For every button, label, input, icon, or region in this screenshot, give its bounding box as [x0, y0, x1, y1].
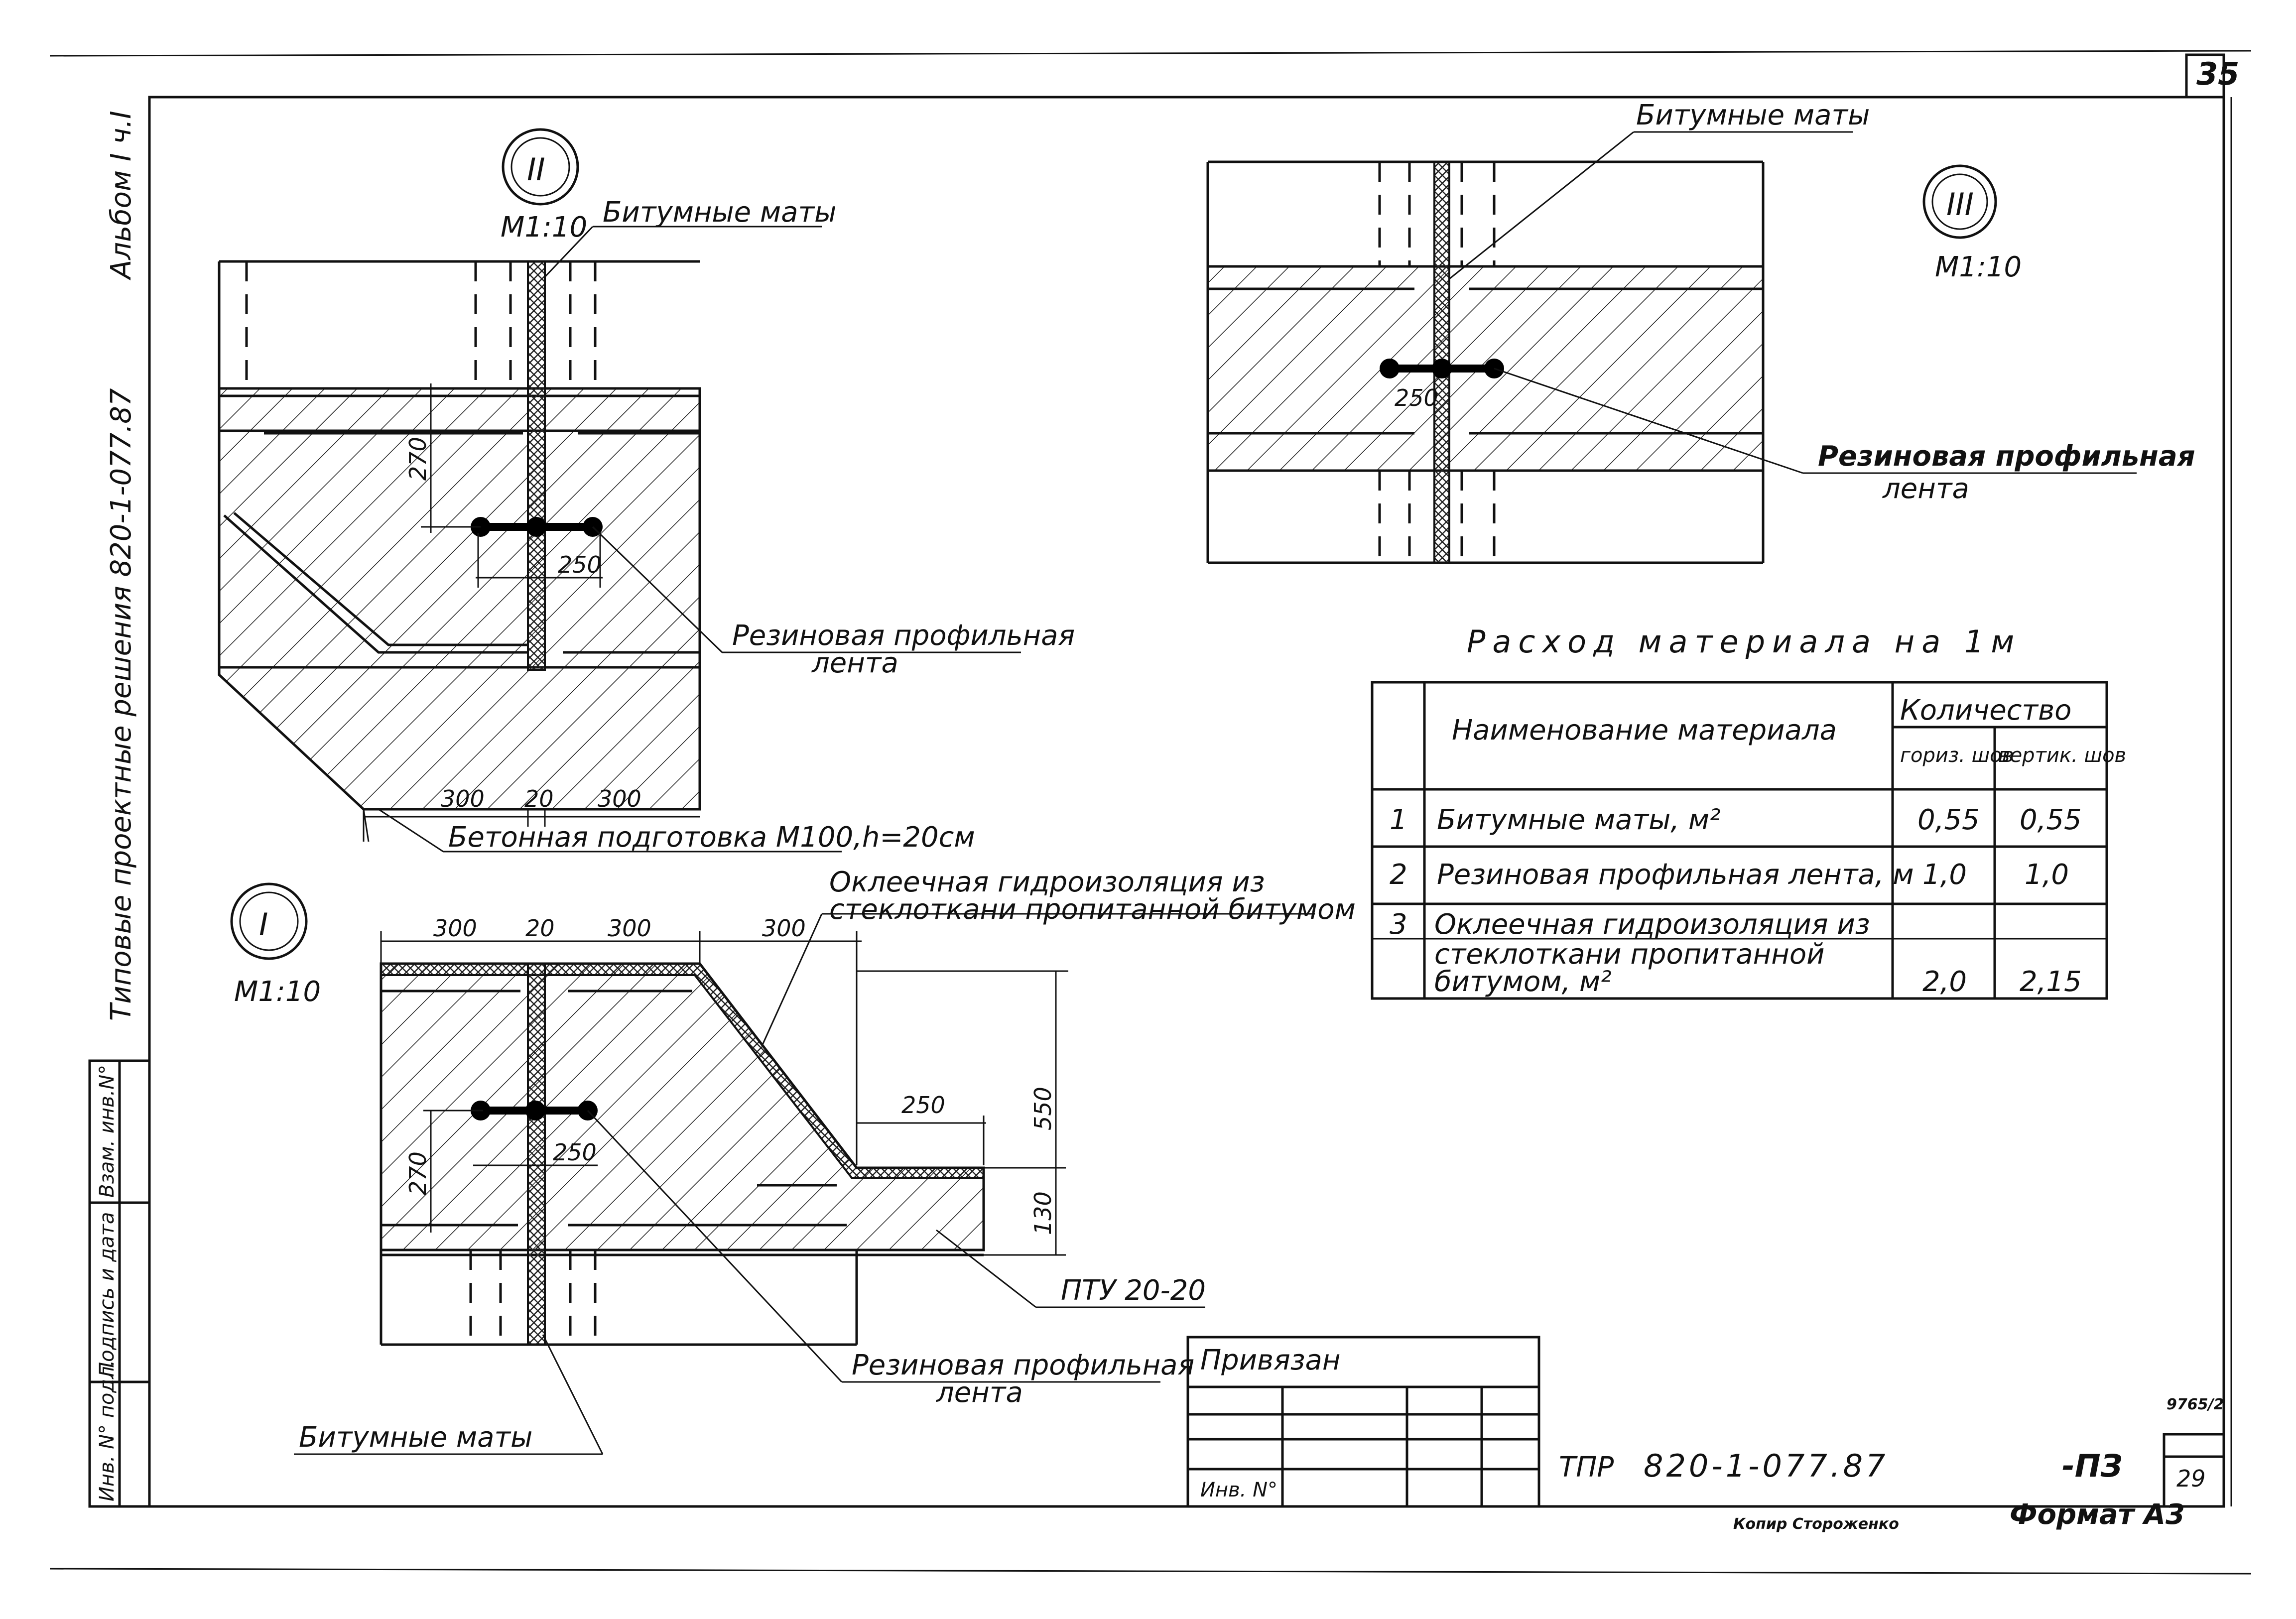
detail-I-dim-250a: 250: [901, 1092, 945, 1119]
detail-III-dim-250: 250: [1395, 384, 1438, 411]
detail-III-marker: III: [1946, 186, 1974, 223]
detail-II-dim-270: 270: [404, 437, 431, 481]
table-header-name: Наименование материала: [1452, 714, 1837, 747]
detail-III-mats-label: Битумные маты: [1636, 99, 1870, 131]
side-stamp: [88, 1059, 151, 1508]
detail-III-tape-label-1: Резиновая профильная: [1818, 440, 2195, 473]
detail-II-marker: II: [527, 151, 545, 188]
detail-III-scale: М1:10: [1935, 251, 2022, 283]
table-row-1-name: Битумные маты, м²: [1437, 804, 1721, 836]
side-title: Типовые проектные решения 820-1-077.87: [105, 388, 137, 1021]
bound-label: Привязан: [1200, 1344, 1340, 1376]
sheet-number: 29: [2176, 1465, 2206, 1492]
table-header-qty: Количество: [1900, 694, 2071, 727]
table-row-3-name: Оклеечная гидроизоляция из: [1434, 908, 1870, 941]
side-stamp-cell-1: Взам. инв.N°: [96, 1065, 119, 1198]
detail-II-dim-300b: 300: [598, 785, 641, 812]
detail-I-dim-550: 550: [1029, 1087, 1056, 1130]
detail-I-dim-300b: 300: [608, 915, 651, 942]
table-row-2-vert: 1,0: [2025, 859, 2069, 891]
detail-I-glue-label-2: стеклоткани пропитанной битумом: [829, 893, 1356, 926]
table-row-1-no: 1: [1390, 804, 1407, 836]
copied-by: Копир Стороженко: [1733, 1515, 1899, 1533]
inv-label: Инв. N°: [1200, 1479, 1277, 1501]
table-row-3-horiz: 2,0: [1922, 966, 1967, 998]
side-stamp-cell-2: Подпись и дата: [96, 1212, 119, 1377]
archive-number: 9765/2: [2167, 1396, 2224, 1413]
detail-I-pty-label: ПТУ 20-20: [1061, 1274, 1206, 1307]
detail-II-mats-label: Битумные маты: [603, 196, 836, 229]
detail-I-marker: I: [259, 906, 268, 943]
detail-I-scale: М1:10: [234, 976, 321, 1008]
table-row-2-horiz: 1,0: [1922, 859, 1967, 891]
doc-code-prefix: ТПР: [1559, 1451, 1614, 1484]
detail-II-tape-label-2: лента: [811, 647, 898, 679]
title-block: [1186, 1336, 2225, 1508]
format-label: Формат А3: [2010, 1498, 2185, 1531]
detail-II: [218, 128, 1021, 853]
album-label: Альбом I ч.I: [105, 111, 137, 280]
table-row-2-name: Резиновая профильная лента, м: [1437, 859, 1914, 891]
detail-I: [230, 882, 1315, 1455]
detail-I-dim-130: 130: [1029, 1191, 1056, 1235]
detail-I-dim-20: 20: [525, 915, 555, 942]
doc-code: 820-1-077.87: [1644, 1448, 1888, 1484]
table-row-3-vert: 2,15: [2020, 966, 2082, 998]
detail-I-dim-300a: 300: [433, 915, 477, 942]
table-row-2-no: 2: [1390, 859, 1407, 891]
detail-I-tape-label-2: лента: [936, 1376, 1023, 1409]
detail-III-tape-label-2: лента: [1882, 473, 1969, 505]
table-row-3-name3: битумом, м²: [1434, 966, 1612, 998]
table-title: Расход материала на 1м: [1467, 623, 2021, 660]
table-row-1-horiz: 0,55: [1917, 804, 1980, 836]
table-header-horiz: гориз. шов: [1900, 744, 2014, 767]
table-row-3-no: 3: [1390, 908, 1407, 941]
detail-II-dim-250: 250: [558, 551, 602, 578]
material-table: [1371, 681, 2108, 1000]
table-row-1-vert: 0,55: [2020, 804, 2082, 836]
side-stamp-cell-3: Инв. N° подл.: [96, 1360, 119, 1501]
detail-I-dim-300c: 300: [762, 915, 806, 942]
detail-II-dim-300a: 300: [441, 785, 485, 812]
detail-I-tape-label-1: Резиновая профильная: [852, 1349, 1194, 1381]
table-header-vert: вертик. шов: [1998, 744, 2126, 767]
detail-II-scale: М1:10: [501, 211, 587, 244]
detail-I-glue-label-1: Оклеечная гидроизоляция из: [829, 866, 1265, 898]
page-number: 35: [2196, 56, 2239, 92]
detail-III: [1206, 131, 2137, 564]
detail-I-mats-label: Битумные маты: [299, 1421, 532, 1454]
detail-II-tape-label-1: Резиновая профильная: [732, 620, 1075, 652]
detail-I-dim-250b: 250: [553, 1139, 597, 1166]
detail-II-base-label: Бетонная подготовка М100,h=20см: [448, 821, 975, 854]
detail-I-dim-270: 270: [404, 1151, 431, 1195]
detail-II-dim-20: 20: [524, 785, 554, 812]
table-row-3-name2: стеклоткани пропитанной: [1434, 938, 1825, 971]
doc-suffix: -ПЗ: [2062, 1448, 2123, 1484]
